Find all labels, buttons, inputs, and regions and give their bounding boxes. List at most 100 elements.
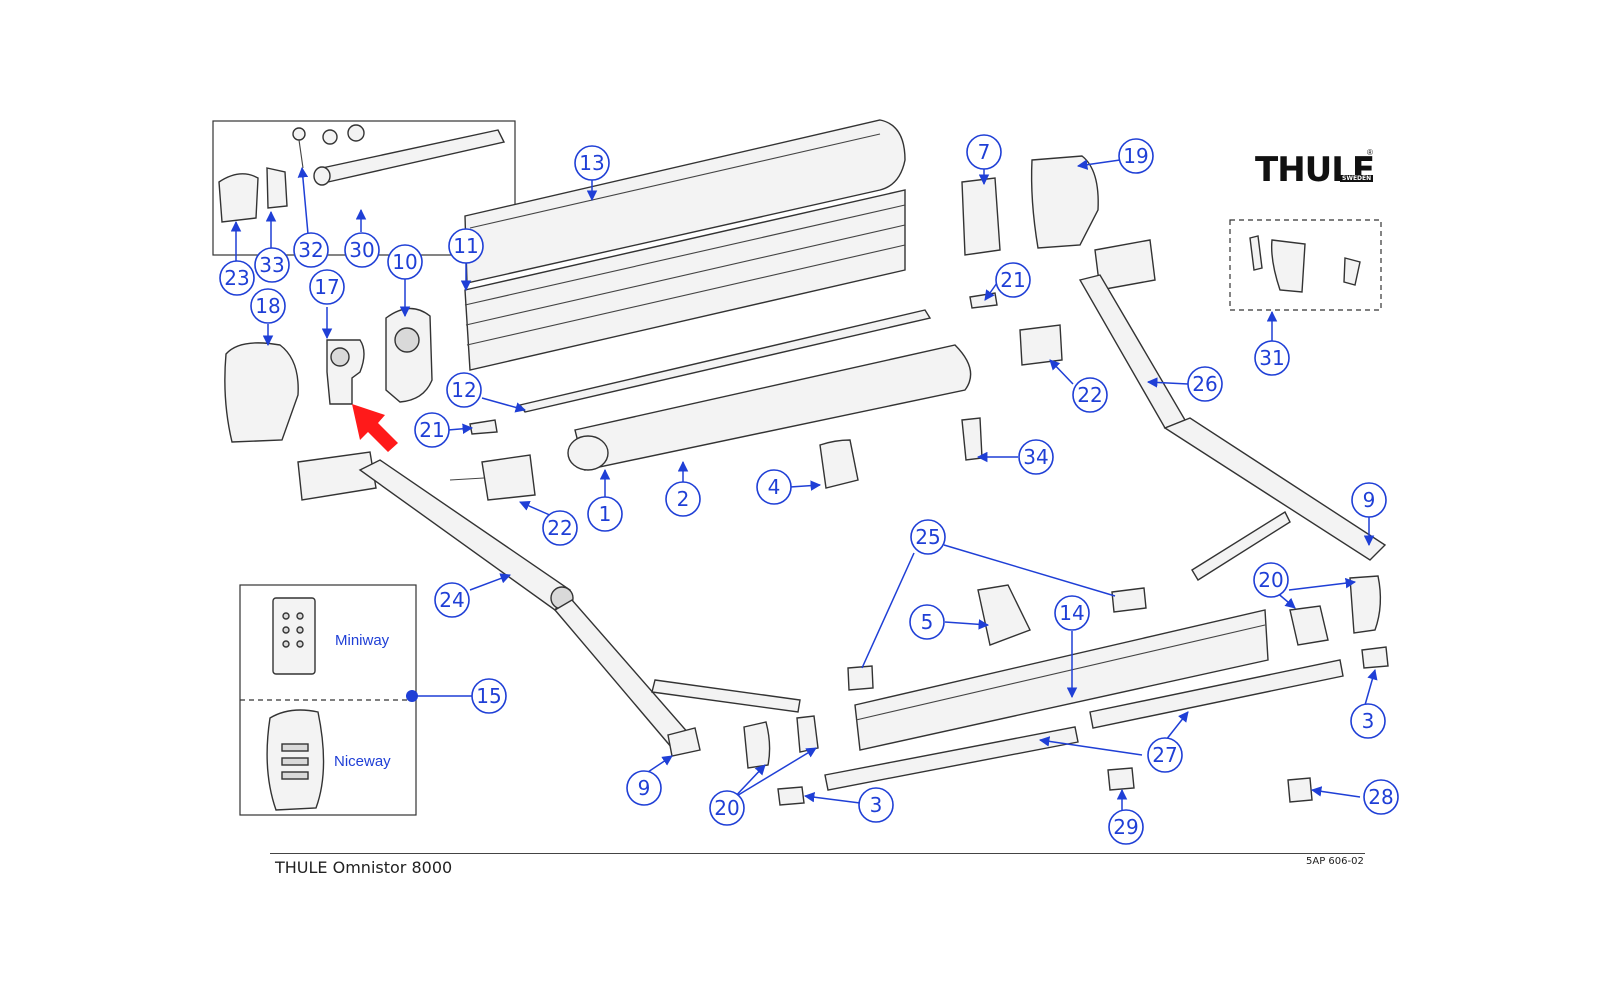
callout-c24: 24	[434, 582, 470, 618]
niceway-label: Niceway	[334, 753, 391, 770]
callout-circle	[995, 262, 1031, 298]
callout-label: 18	[255, 294, 280, 318]
callout-circle	[858, 787, 894, 823]
callout-circle	[1350, 703, 1386, 739]
part-1-roller-tube	[567, 435, 609, 471]
callout-c10: 10	[387, 244, 423, 280]
callout-c23: 23	[219, 260, 255, 296]
callout-c27: 27	[1147, 737, 1183, 773]
callout-c21b: 21	[414, 412, 450, 448]
callout-c22b: 22	[542, 510, 578, 546]
callout-circle	[626, 770, 662, 806]
miniway-label: Miniway	[335, 632, 390, 649]
remote-box	[239, 584, 417, 816]
callout-c13: 13	[574, 145, 610, 181]
callout-label: 33	[259, 253, 284, 277]
part-21-clip-right	[969, 292, 998, 309]
callout-circle	[446, 372, 482, 408]
callout-label: 3	[870, 793, 883, 817]
part-4-support	[819, 439, 859, 489]
callout-c31: 31	[1254, 340, 1290, 376]
callout-label: 12	[451, 378, 476, 402]
remote-junction-dot	[406, 690, 418, 702]
callout-label: 21	[419, 418, 444, 442]
part-15-niceway-remote	[266, 709, 325, 811]
callout-label: 1	[599, 502, 612, 526]
callout-c5: 5	[909, 604, 945, 640]
callout-c15: 15	[471, 678, 507, 714]
callout-circle	[1118, 138, 1154, 174]
callout-label: 24	[439, 588, 464, 612]
callout-circle	[756, 469, 792, 505]
callout-label: 11	[453, 234, 478, 258]
callout-circle	[1147, 737, 1183, 773]
part-22-spring-insert-left	[449, 454, 536, 501]
part-10-motor-head	[385, 307, 433, 403]
callout-label: 14	[1059, 601, 1084, 625]
callout-circle	[387, 244, 423, 280]
callout-label: 30	[349, 238, 374, 262]
part-21-clip-left	[469, 419, 498, 435]
part-19-right-cap	[1030, 155, 1099, 249]
part-20-end-right	[1289, 575, 1382, 646]
callout-circle	[1363, 779, 1399, 815]
callout-circle	[448, 228, 484, 264]
callout-label: 29	[1113, 815, 1138, 839]
part-31-brackets	[1249, 235, 1361, 293]
part-29-clip	[1107, 767, 1135, 791]
callout-c4: 4	[756, 469, 792, 505]
callout-c18: 18	[250, 288, 286, 324]
callout-c33: 33	[254, 247, 290, 283]
callout-label: 34	[1023, 445, 1048, 469]
callout-label: 7	[978, 140, 991, 164]
callout-c34: 34	[1018, 439, 1054, 475]
callout-circle	[910, 519, 946, 555]
callout-label: 27	[1152, 743, 1177, 767]
part-22-spring-insert-right	[1019, 324, 1063, 366]
callout-circle	[471, 678, 507, 714]
part-2-fabric	[574, 344, 972, 471]
callout-circle	[434, 582, 470, 618]
callout-c28: 28	[1363, 779, 1399, 815]
part-27-tension-rail-left	[824, 726, 1079, 791]
callout-c9a: 9	[1351, 482, 1387, 518]
leader-lines	[230, 159, 1378, 812]
callout-c20a: 20	[1253, 562, 1289, 598]
callout-circle	[1018, 439, 1054, 475]
callout-label: 25	[915, 525, 940, 549]
callout-c26: 26	[1187, 366, 1223, 402]
callout-circle	[344, 232, 380, 268]
thule-logo-registered: ®	[1367, 148, 1373, 157]
callout-c9b: 9	[626, 770, 662, 806]
callout-circle	[709, 790, 745, 826]
callout-label: 32	[298, 238, 323, 262]
callout-label: 9	[1363, 488, 1376, 512]
inset-box-31	[1229, 219, 1382, 311]
callout-circle	[587, 496, 623, 532]
callout-label: 2	[677, 487, 690, 511]
callout-c14: 14	[1054, 595, 1090, 631]
callout-label: 21	[1000, 268, 1025, 292]
part-30-tube	[313, 129, 506, 186]
part-13-front-profile	[464, 119, 906, 284]
part-33-bracket	[266, 167, 288, 209]
callout-c32: 32	[293, 232, 329, 268]
callout-circle	[1108, 809, 1144, 845]
callout-circle	[1351, 482, 1387, 518]
callout-circle	[1254, 340, 1290, 376]
part-26-arm-right	[1078, 239, 1387, 581]
callout-c3b: 3	[1350, 703, 1386, 739]
footer-title: THULE Omnistor 8000	[275, 858, 453, 877]
callout-circle	[966, 134, 1002, 170]
callout-c11: 11	[448, 228, 484, 264]
callout-circle	[414, 412, 450, 448]
callout-c21a: 21	[995, 262, 1031, 298]
callout-c19: 19	[1118, 138, 1154, 174]
part-9-foot-left	[667, 727, 701, 757]
callout-c30: 30	[344, 232, 380, 268]
callout-circle	[665, 481, 701, 517]
part-34-hook	[961, 417, 983, 461]
footer-code: 5AP 606-02	[1306, 856, 1364, 867]
